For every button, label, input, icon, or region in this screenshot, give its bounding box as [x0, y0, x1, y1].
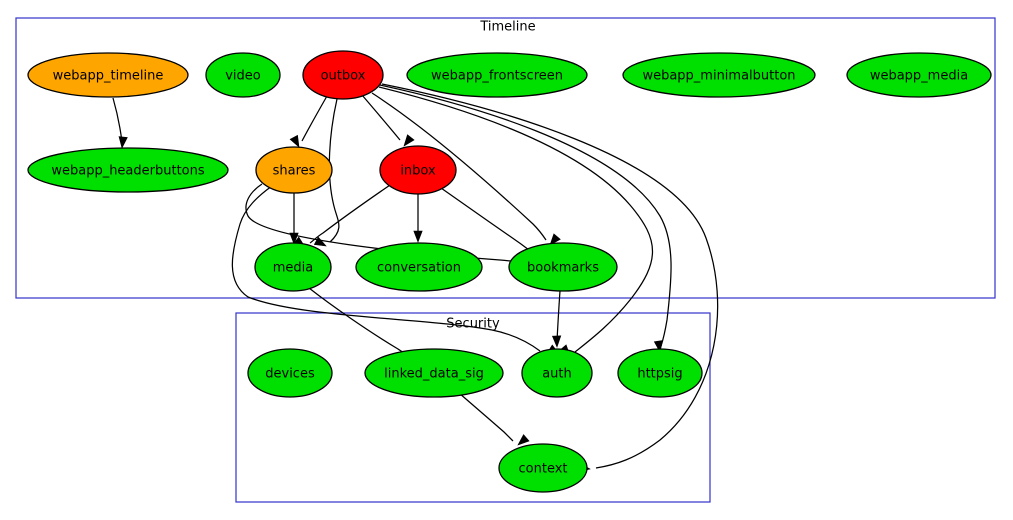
- edge-inbox-to-media: [293, 182, 394, 248]
- node-webapp_frontscreen[interactable]: webapp_frontscreen: [406, 52, 588, 98]
- node-inbox[interactable]: inbox: [379, 145, 457, 195]
- node-label-linked_data_sig: linked_data_sig: [384, 367, 484, 382]
- node-label-video: video: [225, 69, 261, 84]
- edge-outbox-to-bookmarks: [371, 92, 561, 246]
- node-devices[interactable]: devices: [247, 348, 333, 398]
- cluster-border-timeline: [15, 17, 996, 299]
- node-label-media: media: [273, 261, 314, 276]
- edge-linked_data_sig-to-context: [458, 392, 530, 446]
- edge-arrowhead: [551, 335, 562, 348]
- edge-line: [458, 392, 514, 442]
- node-webapp_timeline[interactable]: webapp_timeline: [27, 52, 189, 98]
- edge-arrowhead: [549, 233, 561, 246]
- edge-arrowhead: [118, 136, 128, 149]
- node-video[interactable]: video: [205, 52, 281, 98]
- cluster-security: Security: [235, 312, 711, 503]
- node-shape-media[interactable]: [254, 242, 332, 292]
- node-shape-shares[interactable]: [255, 146, 333, 194]
- node-shape-linked_data_sig[interactable]: [364, 348, 504, 398]
- node-shape-webapp_headerbuttons[interactable]: [27, 147, 229, 193]
- cluster-label-timeline: Timeline: [479, 20, 535, 35]
- node-label-context: context: [519, 462, 568, 477]
- edge-inbox-to-conversation: [413, 194, 423, 243]
- edge-outbox-to-inbox: [361, 94, 415, 147]
- node-label-devices: devices: [265, 367, 315, 382]
- cluster-border-security: [235, 312, 711, 503]
- edge-line: [361, 94, 401, 141]
- edge-line: [245, 183, 529, 264]
- node-shape-webapp_media[interactable]: [846, 52, 992, 98]
- node-shares[interactable]: shares: [255, 146, 333, 194]
- node-label-bookmarks: bookmarks: [527, 261, 599, 276]
- node-shape-webapp_minimalbutton[interactable]: [622, 52, 816, 98]
- node-layer: webapp_timeline video outbox webapp_frontsc…: [27, 50, 992, 493]
- node-shape-bookmarks[interactable]: [508, 242, 618, 292]
- edge-line: [379, 84, 672, 347]
- edge-arrowhead: [413, 230, 423, 243]
- node-label-conversation: conversation: [377, 261, 461, 276]
- node-shape-devices[interactable]: [247, 348, 333, 398]
- edge-arrowhead: [403, 134, 415, 147]
- node-label-httpsig: httpsig: [637, 367, 682, 382]
- node-bookmarks[interactable]: bookmarks: [508, 242, 618, 292]
- node-media[interactable]: media: [254, 242, 332, 292]
- node-shape-conversation[interactable]: [355, 242, 483, 292]
- edge-line: [440, 187, 534, 254]
- edge-line: [309, 182, 394, 244]
- node-shape-webapp_frontscreen[interactable]: [406, 52, 588, 98]
- edge-line: [231, 185, 541, 352]
- node-label-auth: auth: [542, 367, 572, 382]
- node-label-outbox: outbox: [321, 69, 366, 84]
- edge-line: [381, 83, 719, 469]
- edge-webapp_timeline-to-webapp_headerbuttons: [112, 97, 128, 149]
- node-webapp_media[interactable]: webapp_media: [846, 52, 992, 98]
- edge-line: [301, 95, 328, 142]
- edge-arrowhead: [517, 434, 530, 446]
- edge-line: [378, 86, 653, 353]
- node-shape-context[interactable]: [498, 443, 588, 493]
- edge-bookmarks-to-auth: [551, 290, 562, 348]
- node-label-webapp_frontscreen: webapp_frontscreen: [431, 69, 563, 84]
- node-shape-outbox[interactable]: [302, 50, 384, 100]
- node-conversation[interactable]: conversation: [355, 242, 483, 292]
- node-webapp_headerbuttons[interactable]: webapp_headerbuttons: [27, 147, 229, 193]
- node-label-webapp_media: webapp_media: [870, 69, 968, 84]
- node-httpsig[interactable]: httpsig: [617, 348, 703, 398]
- node-context[interactable]: context: [498, 443, 588, 493]
- node-shape-video[interactable]: [205, 52, 281, 98]
- node-outbox[interactable]: outbox: [302, 50, 384, 100]
- node-label-webapp_timeline: webapp_timeline: [53, 69, 164, 84]
- edge-line: [328, 98, 340, 243]
- node-shape-httpsig[interactable]: [617, 348, 703, 398]
- node-label-webapp_minimalbutton: webapp_minimalbutton: [642, 69, 795, 84]
- cluster-timeline: Timeline: [15, 17, 996, 299]
- edge-outbox-to-shares: [289, 95, 328, 148]
- edge-line: [371, 92, 547, 241]
- cluster-label-security: Security: [446, 317, 500, 332]
- node-webapp_minimalbutton[interactable]: webapp_minimalbutton: [622, 52, 816, 98]
- node-shape-auth[interactable]: [521, 348, 593, 398]
- node-label-webapp_headerbuttons: webapp_headerbuttons: [51, 164, 205, 179]
- node-linked_data_sig[interactable]: linked_data_sig: [364, 348, 504, 398]
- node-label-shares: shares: [273, 164, 316, 179]
- node-shape-inbox[interactable]: [379, 145, 457, 195]
- edge-line: [112, 97, 123, 143]
- node-shape-webapp_timeline[interactable]: [27, 52, 189, 98]
- node-auth[interactable]: auth: [521, 348, 593, 398]
- edge-arrowhead: [289, 134, 300, 148]
- node-label-inbox: inbox: [400, 164, 436, 179]
